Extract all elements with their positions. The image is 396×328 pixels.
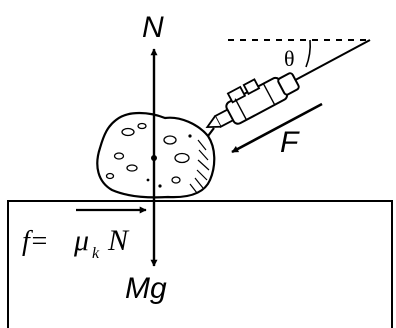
ground-surface [7, 200, 393, 328]
friction-normal-label: N [107, 224, 130, 257]
friction-prefix-label: f= [22, 226, 49, 257]
applied-force-arrow [231, 102, 323, 154]
normal-force-label: N [142, 11, 164, 44]
hand-held-pusher-icon [205, 72, 300, 129]
applied-force-label: F [280, 126, 300, 159]
angle-label: θ [284, 46, 295, 71]
friction-coefficient-label: μ [73, 224, 89, 257]
friction-coefficient-subscript: k [92, 245, 100, 262]
weight-label: Mg [125, 272, 167, 305]
rock-icon [96, 111, 216, 199]
pusher-handle [285, 39, 371, 86]
angle-arc [305, 39, 312, 68]
pusher-rod [207, 127, 215, 137]
